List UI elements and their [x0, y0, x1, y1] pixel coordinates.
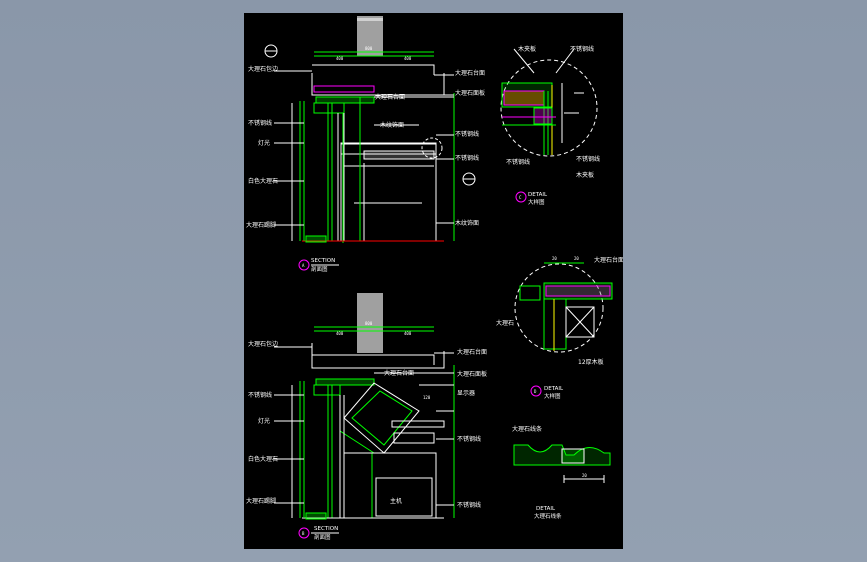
- label: 白色大理石: [248, 455, 278, 463]
- section-tag: A: [302, 263, 305, 268]
- label: 大理石台面: [457, 348, 487, 356]
- detail-subtitle: 大样图: [528, 198, 545, 206]
- detail-tag: C: [519, 195, 522, 200]
- section-tag: B: [302, 531, 305, 536]
- detail-c: 20 DETAIL 大理石线条: [513, 444, 611, 520]
- label: 大理石包边: [248, 340, 278, 348]
- section-1-labels: 大理石包边 不锈钢线 灯光 白色大理石 大理石踢脚 大理石台面 大理石台面 大理…: [246, 65, 485, 229]
- label: 不锈钢线: [576, 155, 600, 163]
- dim-text: 400: [336, 331, 344, 336]
- label: 不锈钢线: [455, 154, 479, 162]
- dim-text: 800: [365, 321, 373, 326]
- label: 木夹板: [576, 171, 594, 179]
- label: 白色大理石: [248, 177, 278, 185]
- label: 大理石踢脚: [246, 221, 276, 229]
- label: 灯光: [258, 139, 270, 147]
- dim-text: 400: [404, 331, 412, 336]
- section-2-labels: 大理石包边 不锈钢线 灯光 白色大理石 大理石踢脚 大理石台面 大理石台面 大理…: [246, 340, 487, 509]
- detail-title: DETAIL: [544, 386, 564, 392]
- section-1: 400 400 800: [264, 16, 476, 273]
- detail-c-labels: 大理石线条: [512, 425, 542, 433]
- label: 木纹饰面: [455, 219, 479, 227]
- dim-text: 20: [574, 256, 579, 261]
- label: 不锈钢线: [457, 435, 481, 443]
- detail-a: C DETAIL 大样图: [500, 48, 598, 206]
- drawing-sheet: 400 400 800: [244, 13, 623, 549]
- label: 大理石包边: [248, 65, 278, 73]
- section-subtitle: 剖面图: [311, 265, 328, 273]
- label: 大理石面板: [457, 370, 487, 378]
- label: 木纹饰面: [380, 121, 404, 129]
- label: 显示器: [457, 390, 475, 397]
- label: 大理石台面: [455, 69, 485, 77]
- section-title: SECTION: [314, 526, 338, 532]
- label: 12厚木板: [578, 358, 604, 366]
- cad-drawing: 400 400 800: [246, 16, 623, 541]
- label: 主机: [390, 497, 402, 505]
- dim-text: 120: [423, 395, 431, 400]
- label: 大理石踢脚: [246, 497, 276, 505]
- label: 灯光: [258, 417, 270, 425]
- section-2: 400 400 800: [274, 293, 455, 541]
- detail-subtitle: 大样图: [544, 392, 561, 400]
- dim-text: 400: [404, 56, 412, 61]
- dim-text: 400: [336, 56, 344, 61]
- section-subtitle: 剖面图: [314, 533, 331, 541]
- dim-text: 20: [582, 473, 587, 478]
- dim-text: 20: [552, 256, 557, 261]
- label: 不锈钢线: [457, 501, 481, 509]
- label: 不锈钢线: [248, 391, 272, 399]
- detail-b: D DETAIL 大样图 20 20: [514, 256, 613, 400]
- detail-subtitle: 大理石线条: [534, 512, 562, 520]
- label: 大理石: [496, 319, 514, 327]
- label: 大理石线条: [512, 425, 542, 433]
- section-title: SECTION: [311, 258, 335, 264]
- detail-b-labels: 大理石台面 大理石 12厚木板: [496, 256, 623, 366]
- label: 大理石面板: [455, 89, 485, 97]
- detail-a-labels: 木夹板 不锈钢线 不锈钢线 不锈钢线 木夹板: [506, 45, 600, 179]
- dim-text: 800: [365, 46, 373, 51]
- label: 大理石台面: [384, 369, 414, 377]
- detail-title: DETAIL: [528, 192, 548, 198]
- label: 不锈钢线: [455, 130, 479, 138]
- detail-title: DETAIL: [536, 506, 556, 512]
- detail-tag: D: [534, 389, 537, 394]
- label: 不锈钢线: [570, 45, 594, 53]
- label: 大理石台面: [594, 256, 623, 264]
- label: 木夹板: [518, 45, 536, 53]
- label: 不锈钢线: [506, 158, 530, 166]
- label: 大理石台面: [375, 93, 405, 101]
- label: 不锈钢线: [248, 119, 272, 127]
